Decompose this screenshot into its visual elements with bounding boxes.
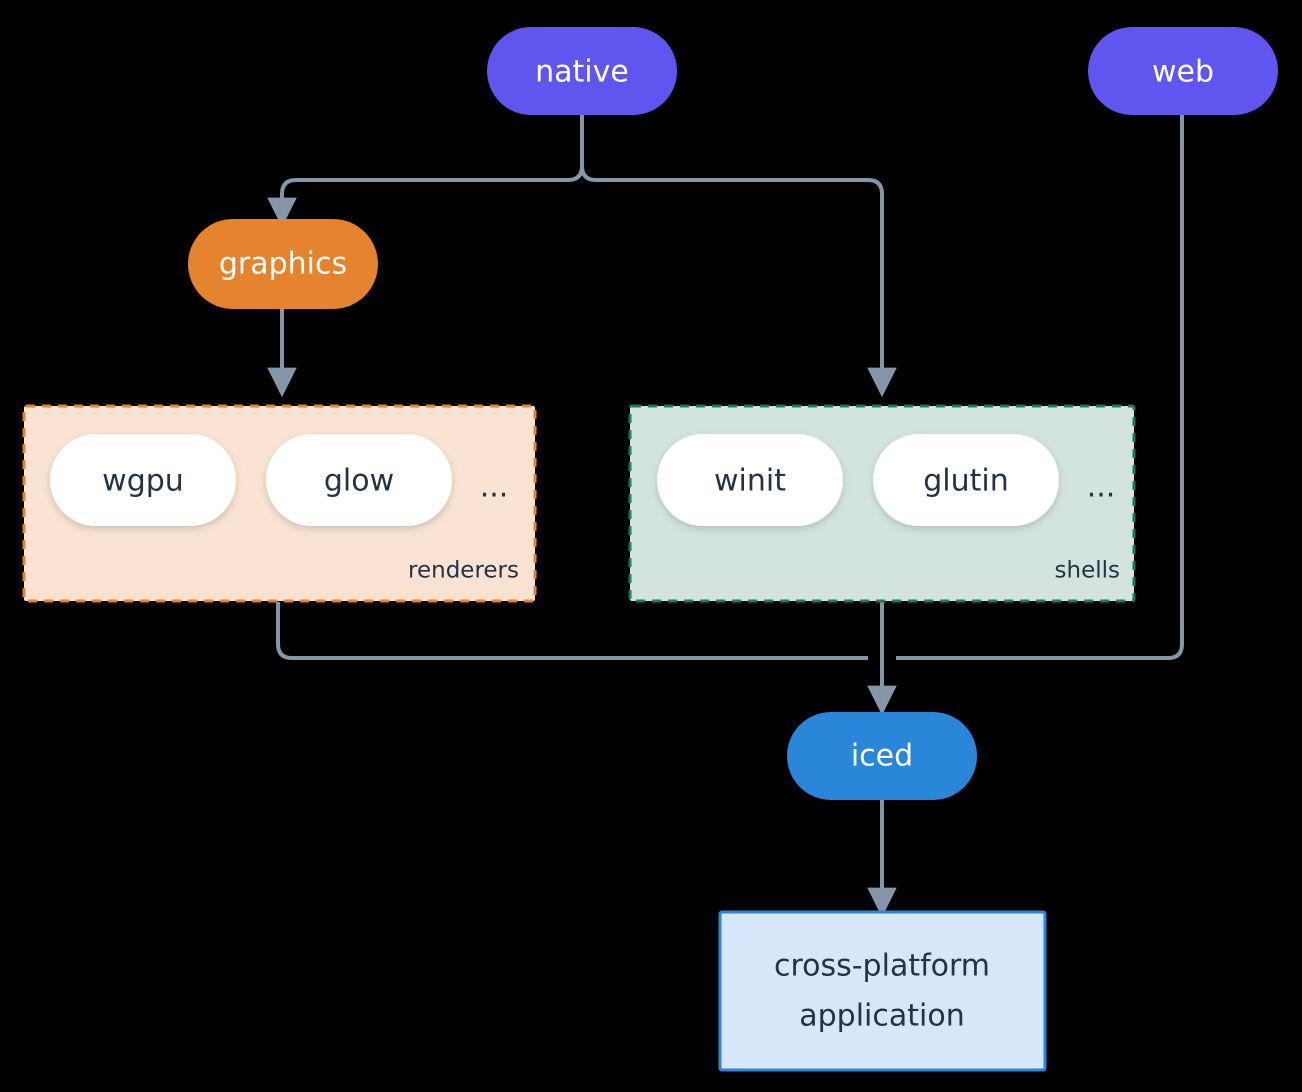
node-wgpu-label: wgpu xyxy=(102,464,184,499)
node-glow-label: glow xyxy=(324,464,394,499)
node-iced-label: iced xyxy=(851,739,913,774)
node-iced[interactable]: iced xyxy=(787,712,977,800)
node-glutin[interactable]: glutin xyxy=(873,434,1059,526)
shells-ellipsis: ... xyxy=(1087,470,1116,505)
node-application-shape xyxy=(718,910,1047,1072)
node-glow-shape xyxy=(266,434,452,526)
edge-layer xyxy=(267,114,1184,918)
group-shells: winit glutin ... shells xyxy=(628,404,1136,603)
renderers-ellipsis: ... xyxy=(480,470,509,505)
node-native-shape xyxy=(487,27,677,115)
node-native-label: native xyxy=(535,55,629,90)
node-glutin-label: glutin xyxy=(923,464,1009,499)
node-wgpu-shape xyxy=(50,434,236,526)
node-iced-shape xyxy=(787,712,977,800)
node-application-label-line-2: application xyxy=(799,999,964,1034)
node-winit[interactable]: winit xyxy=(657,434,843,526)
node-glow[interactable]: glow xyxy=(266,434,452,526)
group-renderers-caption: renderers xyxy=(408,558,519,584)
node-web-label: web xyxy=(1152,55,1214,90)
node-glutin-shape xyxy=(873,434,1059,526)
group-shells-caption: shells xyxy=(1055,558,1120,584)
group-renderers: wgpu glow ... renderers xyxy=(22,404,537,603)
edge-renderers-to-iced xyxy=(276,602,868,660)
edge-native-to-shells xyxy=(580,114,897,398)
node-web[interactable]: web xyxy=(1088,27,1278,115)
edge-native-to-graphics xyxy=(267,165,584,228)
edge-web-to-iced xyxy=(896,114,1184,660)
node-winit-label: winit xyxy=(714,464,786,499)
node-graphics[interactable]: graphics xyxy=(188,219,378,309)
node-application-label-line-1: cross-platform xyxy=(774,949,990,984)
node-web-shape xyxy=(1088,27,1278,115)
node-wgpu[interactable]: wgpu xyxy=(50,434,236,526)
node-application[interactable]: cross-platform application xyxy=(718,910,1047,1072)
node-winit-shape xyxy=(657,434,843,526)
node-graphics-label: graphics xyxy=(219,247,347,282)
node-graphics-shape xyxy=(188,219,378,309)
node-native[interactable]: native xyxy=(487,27,677,115)
